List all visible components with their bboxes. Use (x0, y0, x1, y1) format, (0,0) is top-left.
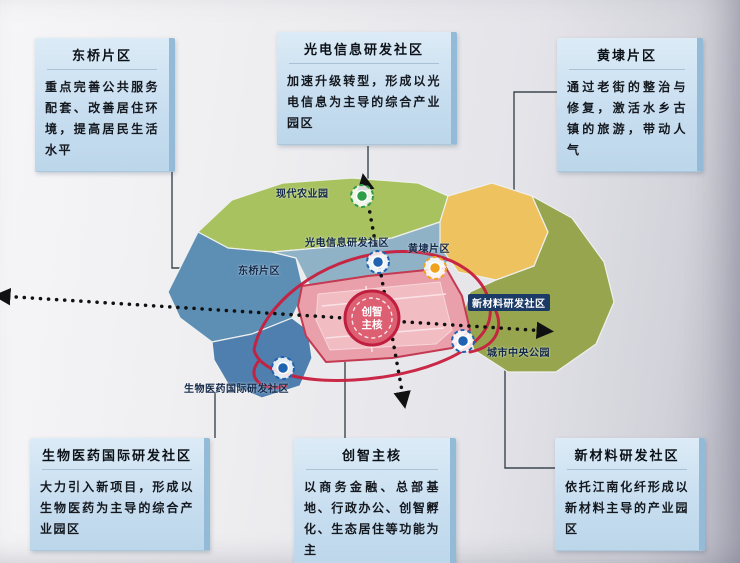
marker-optoelectronics (366, 250, 390, 274)
axis-horizontal (0, 287, 554, 340)
marker-huangdai (423, 256, 447, 280)
core-badge: 创智 主核 (343, 289, 401, 347)
callout-body: 通过老街的整治与修复，激活水乡古镇的旅游，带动人气 (567, 80, 687, 157)
map-regions (167, 177, 615, 399)
map-label-central-park: 城市中央公园 (487, 348, 550, 359)
development-axes (0, 173, 554, 409)
node-markers (271, 184, 475, 380)
callout-title: 生物医药国际研发社区 (41, 448, 192, 463)
map-label-dongqiao: 东桥片区 (238, 266, 280, 277)
callout-divider (569, 69, 685, 70)
marker-modern-agriculture (350, 184, 374, 208)
callout-title: 黄埭片区 (596, 48, 657, 63)
callout-body: 大力引入新项目，形成以生物医药为主导的综合产业园区 (40, 480, 194, 536)
callout-body: 加速升级转型，形成以光电信息为主导的综合产业园区 (287, 74, 441, 130)
callout-title: 东桥片区 (71, 48, 132, 63)
marker-new-materials (451, 329, 475, 353)
map-label-new-materials: 新材料研发社区 (468, 294, 550, 311)
core-badge-ring (351, 297, 393, 339)
callout-biomedicine: 生物医药国际研发社区 大力引入新项目，形成以生物医药为主导的综合产业园区 (30, 438, 210, 551)
marker-biomedicine (271, 356, 295, 380)
core-badge-label-line1: 创智 (361, 305, 383, 318)
core-badge-circle (343, 289, 401, 347)
callout-huangdai: 黄埭片区 通过老街的整治与修复，激活水乡古镇的旅游，带动人气 (557, 38, 703, 172)
callout-core: 创智主核 以商务金融、总部基地、行政办公、创智孵化、生态居住等功能为主 (294, 438, 456, 563)
callout-divider (306, 469, 438, 470)
callout-title: 新材料研发社区 (574, 448, 680, 463)
callout-dongqiao: 东桥片区 重点完善公共服务配套、改善居住环境，提高居民生活水平 (35, 38, 175, 172)
callout-body: 重点完善公共服务配套、改善居住环境，提高居民生活水平 (45, 80, 159, 157)
map-label-optoelectronics: 光电信息研发社区 (305, 238, 389, 249)
callout-title: 创智主核 (341, 448, 402, 463)
axis-diagonal (357, 173, 411, 409)
callout-title: 光电信息研发社区 (303, 42, 424, 57)
loop-tail-left (252, 360, 288, 389)
core-badge-label-line2: 主核 (362, 318, 383, 331)
callout-divider (47, 69, 157, 70)
callout-body: 以商务金融、总部基地、行政办公、创智孵化、生态居住等功能为主 (304, 480, 440, 557)
map-label-biomedicine: 生物医药国际研发社区 (184, 384, 289, 395)
region-huangdai (439, 182, 549, 281)
callout-divider (567, 469, 687, 470)
map-label-huangdai: 黄埭片区 (408, 244, 450, 255)
map-label-modern-agriculture: 现代农业园 (276, 189, 329, 200)
callout-optoelectronics: 光电信息研发社区 加速升级转型，形成以光电信息为主导的综合产业园区 (277, 32, 457, 145)
callout-divider (289, 63, 439, 64)
callout-body: 依托江南化纤形成以新材料主导的产业园区 (565, 480, 689, 536)
callout-new-materials: 新材料研发社区 依托江南化纤形成以新材料主导的产业园区 (555, 438, 705, 551)
callout-divider (42, 469, 192, 470)
